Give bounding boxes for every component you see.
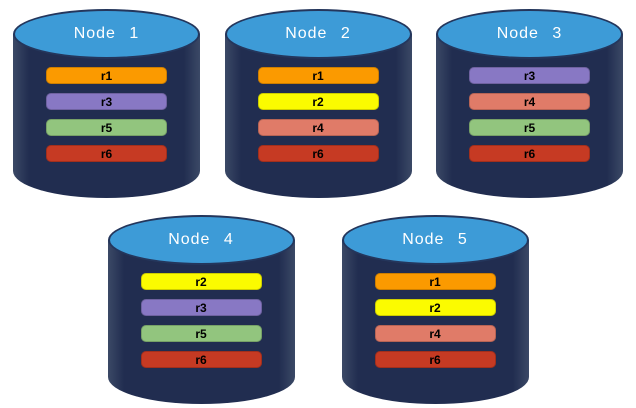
replica-list: r2 r3 r5 r6 [140,273,262,368]
replica-label: r6 [523,146,536,161]
replica-label: r6 [195,352,207,367]
cylinder-body [107,240,295,404]
replica-bar-r6: r6 [140,351,262,368]
replica-bar-r5: r5 [469,119,590,136]
replica-bar-r2: r2 [140,273,262,290]
replica-bar-r1: r1 [257,67,379,84]
replica-label: r5 [523,120,536,135]
replica-bar-r4: r4 [257,119,379,136]
replica-list: r1 r2 r4 r6 [374,273,496,368]
replica-label: r1 [100,68,113,83]
database-node-3: Node 3 r3 r4 r5 r6 [436,9,623,198]
replica-bar-r2: r2 [374,299,496,316]
replica-label: r6 [429,352,441,367]
replica-label: r2 [429,300,441,315]
replica-bar-r2: r2 [257,93,379,110]
replica-bar-r4: r4 [374,325,496,342]
cylinder-body [224,34,412,198]
replica-bar-r5: r5 [46,119,167,136]
replica-label: r3 [195,300,207,315]
replica-bar-r4: r4 [469,93,590,110]
database-node-5: Node 5 r1 r2 r4 r6 [341,215,529,404]
node-title: Node 1 [73,25,140,42]
replica-bar-r3: r3 [46,93,167,110]
replica-label: r6 [100,146,113,161]
replica-label: r1 [429,274,441,289]
replica-list: r1 r2 r4 r6 [257,67,379,162]
replica-label: r2 [195,274,207,289]
replica-label: r3 [523,68,536,83]
replica-label: r4 [523,94,536,109]
cylinder-body [436,34,623,198]
replica-label: r4 [312,120,324,135]
cylinder-body [341,240,529,404]
cylinder-top: Node 5 [341,215,529,265]
cylinder-top: Node 3 [436,9,623,59]
replica-bar-r3: r3 [469,67,590,84]
node-row-top: Node 1 r1 r3 r5 r6 Node 2 r1 r2 r4 r6 Node 3 r… [0,0,636,198]
cylinder-top: Node 1 [13,9,200,59]
cylinder-top: Node 2 [224,9,412,59]
cylinder-top: Node 4 [107,215,295,265]
replica-label: r4 [429,326,441,341]
replica-bar-r1: r1 [374,273,496,290]
database-node-4: Node 4 r2 r3 r5 r6 [107,215,295,404]
replica-bar-r6: r6 [469,145,590,162]
node-title: Node 4 [168,231,234,248]
node-title: Node 3 [496,25,563,42]
replica-bar-r1: r1 [46,67,167,84]
replica-list: r1 r3 r5 r6 [46,67,167,162]
database-node-1: Node 1 r1 r3 r5 r6 [13,9,200,198]
replica-list: r3 r4 r5 r6 [469,67,590,162]
cylinder-body [13,34,200,198]
replica-label: r5 [100,120,113,135]
database-node-2: Node 2 r1 r2 r4 r6 [224,9,412,198]
node-title: Node 2 [285,25,351,42]
node-title: Node 5 [402,231,468,248]
node-row-bottom: Node 4 r2 r3 r5 r6 Node 5 r1 r2 r4 r6 [0,215,636,404]
replica-bar-r6: r6 [257,145,379,162]
replica-bar-r6: r6 [374,351,496,368]
replica-label: r6 [312,146,324,161]
replica-label: r1 [312,68,324,83]
replica-bar-r5: r5 [140,325,262,342]
replica-label: r2 [312,94,324,109]
replica-bar-r3: r3 [140,299,262,316]
replica-label: r5 [195,326,207,341]
replica-bar-r6: r6 [46,145,167,162]
replica-label: r3 [100,94,113,109]
